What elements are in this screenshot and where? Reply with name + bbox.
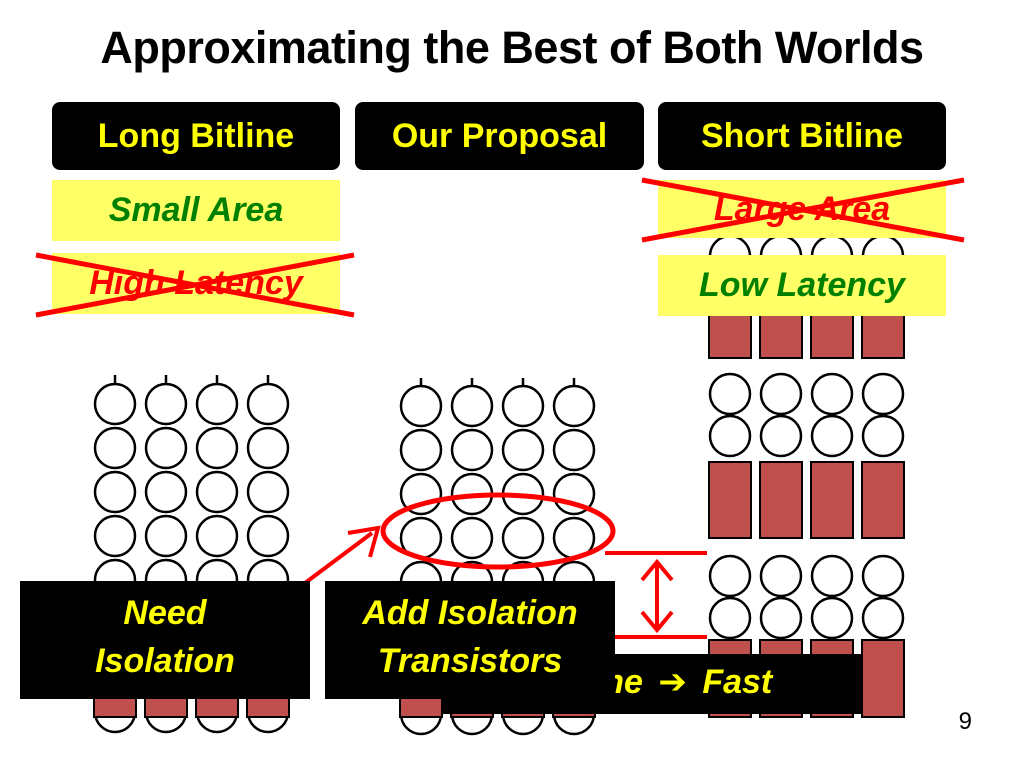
strike-high-latency — [35, 252, 355, 318]
sense-amplifier — [861, 461, 905, 539]
dram-cell — [246, 382, 290, 426]
dram-cell — [861, 414, 905, 458]
sense-amplifier — [708, 461, 752, 539]
dram-cell — [246, 514, 290, 558]
dram-cell — [246, 426, 290, 470]
need-isolation-arrow — [303, 525, 381, 585]
dram-cell — [501, 384, 545, 428]
dram-cell — [246, 470, 290, 514]
dram-cell — [93, 514, 137, 558]
add-isolation-line1: Add Isolation — [362, 594, 578, 632]
dram-cell — [708, 554, 752, 598]
dram-cell — [759, 554, 803, 598]
dram-cell — [144, 426, 188, 470]
dram-cell — [552, 428, 596, 472]
add-isolation-callout: Add Isolation Transistors — [325, 581, 615, 699]
arrow-right-icon: ➔ — [658, 663, 687, 701]
dram-cell — [450, 428, 494, 472]
short-bitline-length-indicator — [605, 551, 707, 639]
sense-amplifier — [861, 639, 905, 718]
fast-callout-word: Fast — [702, 663, 773, 701]
dram-cell — [144, 514, 188, 558]
dram-cell — [708, 414, 752, 458]
dram-cell — [759, 596, 803, 640]
dram-cell — [501, 516, 545, 560]
page-number: 9 — [958, 708, 972, 735]
dram-cell — [501, 428, 545, 472]
dram-cell — [810, 596, 854, 640]
strike-large-area — [641, 177, 965, 243]
dram-cell — [708, 596, 752, 640]
dram-cell — [195, 426, 239, 470]
dram-cell — [93, 382, 137, 426]
dram-cell — [759, 414, 803, 458]
dram-cell — [708, 372, 752, 416]
isolation-highlight-ellipse — [380, 492, 616, 570]
dram-cell — [195, 470, 239, 514]
dram-cell — [399, 384, 443, 428]
dram-cell — [93, 426, 137, 470]
tag-low-latency: Low Latency — [658, 255, 946, 316]
dram-cell — [144, 470, 188, 514]
add-isolation-line2: Transistors — [377, 642, 563, 680]
slide-title: Approximating the Best of Both Worlds — [100, 22, 924, 73]
dram-cell — [144, 382, 188, 426]
dram-cell — [195, 382, 239, 426]
need-isolation-line1: Need — [123, 594, 207, 632]
dram-cell — [399, 428, 443, 472]
dram-cell — [195, 514, 239, 558]
sense-amplifier — [810, 461, 854, 539]
header-short-bitline: Short Bitline — [658, 102, 946, 170]
sense-amplifier — [759, 461, 803, 539]
header-long-bitline: Long Bitline — [52, 102, 340, 170]
dram-cell — [861, 372, 905, 416]
dram-cell — [810, 414, 854, 458]
need-isolation-line2: Isolation — [95, 642, 235, 680]
need-isolation-callout: Need Isolation — [20, 581, 310, 699]
dram-cell — [810, 554, 854, 598]
tag-small-area: Small Area — [52, 180, 340, 241]
dram-cell — [552, 384, 596, 428]
dram-cell — [450, 516, 494, 560]
dram-cell — [861, 596, 905, 640]
dram-cell — [861, 554, 905, 598]
dram-cell — [810, 372, 854, 416]
dram-cell — [450, 384, 494, 428]
dram-cell — [93, 470, 137, 514]
header-our-proposal: Our Proposal — [355, 102, 644, 170]
dram-cell — [759, 372, 803, 416]
